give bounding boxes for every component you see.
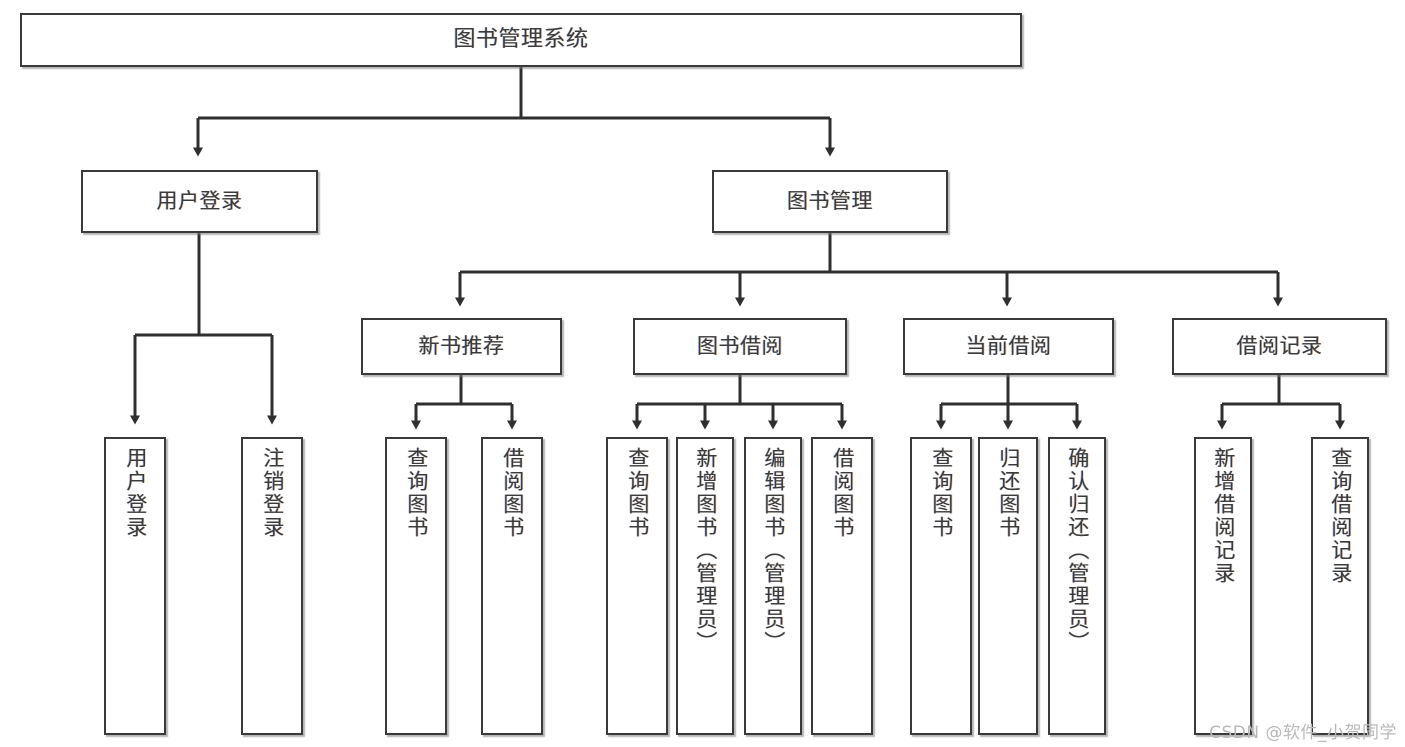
leaf-user-login[interactable]: 用户登录 [104, 437, 166, 735]
node-label: 当前借阅 [965, 334, 1052, 359]
node-borrow-record[interactable]: 借阅记录 [1172, 318, 1387, 375]
node-label: 图书管理系统 [453, 27, 589, 53]
node-label: 查询图书 [625, 447, 650, 539]
node-label: 归还图书 [996, 447, 1021, 539]
leaf-edit-book-admin[interactable]: 编辑图书（管理员） [744, 437, 802, 735]
node-label: 查询图书 [404, 447, 429, 539]
node-label: 确认归还（管理员） [1065, 447, 1090, 654]
node-label: 新增借阅记录 [1211, 447, 1236, 585]
leaf-query-borrow-record[interactable]: 查询借阅记录 [1311, 437, 1369, 735]
node-label: 图书管理 [787, 189, 873, 214]
node-book-borrow[interactable]: 图书借阅 [633, 318, 847, 375]
leaf-borrow-book-recommend[interactable]: 借阅图书 [481, 437, 543, 735]
node-label: 注销登录 [260, 447, 285, 539]
leaf-add-borrow-record[interactable]: 新增借阅记录 [1194, 437, 1252, 735]
node-label: 借阅图书 [500, 447, 525, 539]
node-label: 借阅记录 [1236, 334, 1323, 359]
node-user-login[interactable]: 用户登录 [81, 170, 318, 233]
leaf-borrow-book[interactable]: 借阅图书 [811, 437, 873, 735]
leaf-add-book-admin[interactable]: 新增图书（管理员） [676, 437, 734, 735]
node-label: 借阅图书 [830, 447, 855, 539]
node-book-management[interactable]: 图书管理 [712, 170, 948, 233]
node-label: 用户登录 [156, 189, 243, 214]
leaf-return-book[interactable]: 归还图书 [978, 437, 1038, 735]
node-root-system[interactable]: 图书管理系统 [20, 13, 1022, 67]
node-new-book-recommend[interactable]: 新书推荐 [361, 318, 562, 375]
node-label: 新增图书（管理员） [693, 447, 718, 654]
leaf-query-book-current[interactable]: 查询图书 [910, 437, 972, 735]
leaf-confirm-return-admin[interactable]: 确认归还（管理员） [1048, 437, 1106, 735]
node-label: 查询借阅记录 [1328, 447, 1353, 585]
leaf-query-book-recommend[interactable]: 查询图书 [385, 437, 447, 735]
leaf-logout[interactable]: 注销登录 [241, 437, 303, 735]
node-label: 新书推荐 [418, 334, 505, 359]
node-current-borrow[interactable]: 当前借阅 [903, 318, 1114, 375]
node-label: 图书借阅 [697, 334, 783, 359]
node-label: 用户登录 [123, 447, 148, 539]
leaf-query-book[interactable]: 查询图书 [606, 437, 668, 735]
node-label: 查询图书 [929, 447, 954, 539]
node-label: 编辑图书（管理员） [761, 447, 786, 654]
